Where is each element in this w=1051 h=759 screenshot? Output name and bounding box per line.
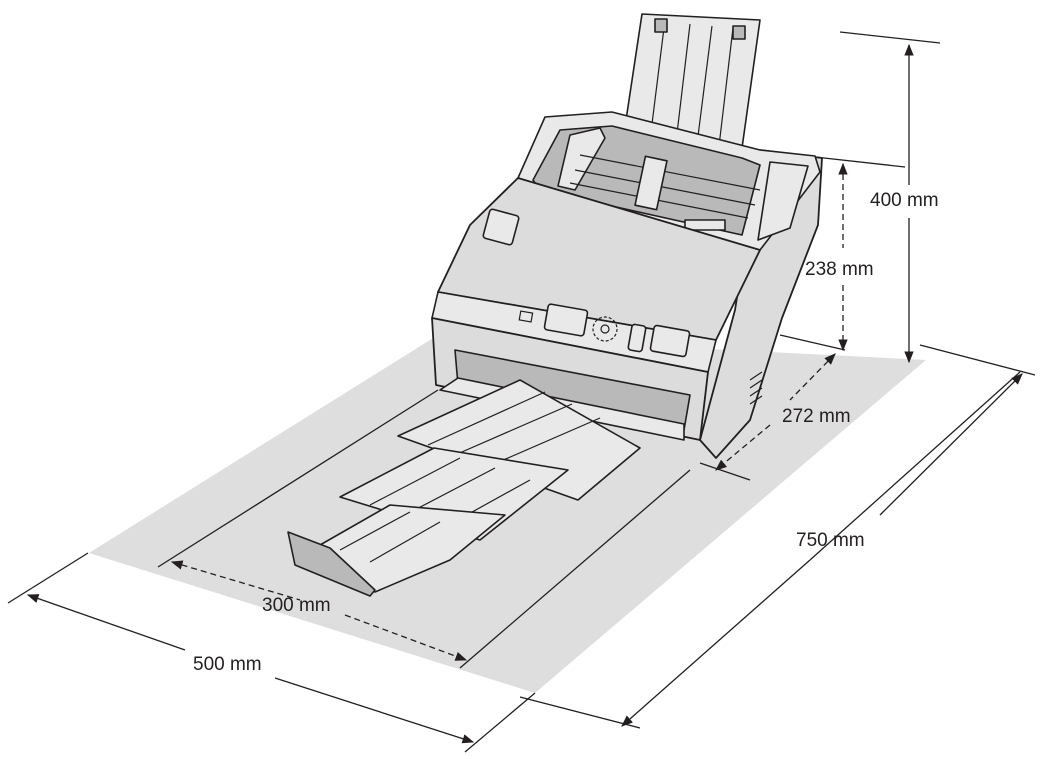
dimension-400mm: 400 mm xyxy=(839,31,1036,376)
power-indicator xyxy=(518,310,534,323)
navigation-pad xyxy=(592,316,618,342)
feed-tray xyxy=(622,13,761,149)
dimension-750mm: 750 mm xyxy=(519,371,1023,729)
label-300mm: 300 mm xyxy=(262,595,331,616)
dimension-238mm: 238 mm xyxy=(805,156,906,352)
label-500mm: 500 mm xyxy=(193,654,262,675)
scanner-side-face xyxy=(699,149,823,459)
label-400mm: 400 mm xyxy=(870,190,939,211)
scanner-illustration xyxy=(287,13,823,597)
label-750mm: 750 mm xyxy=(796,530,865,551)
label-238mm: 238 mm xyxy=(805,259,874,280)
display-panel xyxy=(543,303,589,337)
dimension-300mm: 300 mm xyxy=(157,389,691,669)
release-lever xyxy=(482,208,520,246)
dimension-272mm: 272 mm xyxy=(699,334,851,481)
start-button xyxy=(627,323,647,353)
exit-tray xyxy=(287,379,641,597)
label-272mm: 272 mm xyxy=(782,406,851,427)
dimension-500mm: 500 mm xyxy=(7,552,536,753)
stop-button xyxy=(649,324,691,358)
